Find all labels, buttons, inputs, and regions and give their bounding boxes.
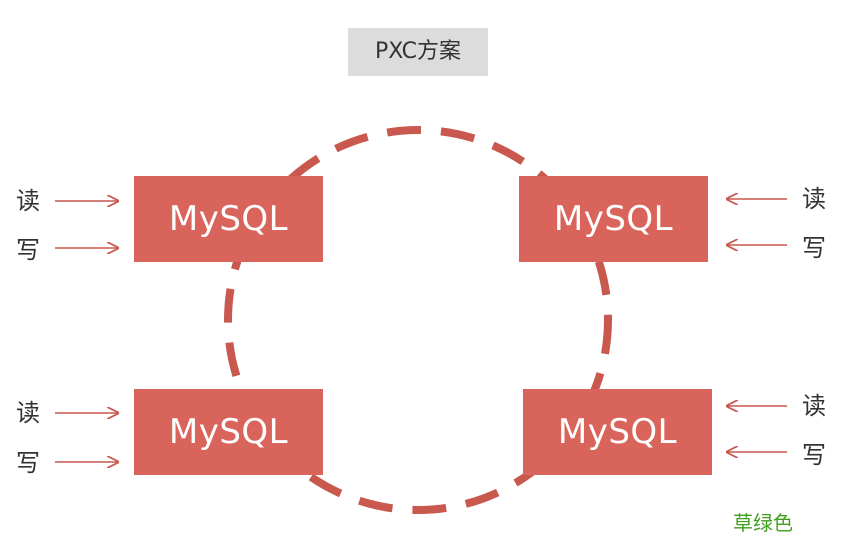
replication-ring bbox=[224, 126, 612, 514]
write-label-bottom-right: 写 bbox=[802, 441, 826, 469]
mysql-node-top-left: MySQL bbox=[134, 176, 323, 262]
read-label-bottom-left: 读 bbox=[16, 399, 40, 427]
read-label-top-right: 读 bbox=[802, 185, 826, 213]
write-label-top-left: 写 bbox=[16, 236, 40, 264]
watermark-text: 草绿色 bbox=[733, 511, 793, 535]
diagram-title: PXC方案 bbox=[348, 28, 488, 76]
mysql-node-top-right: MySQL bbox=[519, 176, 708, 262]
write-label-top-right: 写 bbox=[802, 234, 826, 262]
mysql-node-bottom-left: MySQL bbox=[134, 389, 323, 475]
read-label-top-left: 读 bbox=[16, 187, 40, 215]
mysql-node-bottom-right: MySQL bbox=[523, 389, 712, 475]
read-label-bottom-right: 读 bbox=[802, 392, 826, 420]
write-label-bottom-left: 写 bbox=[16, 449, 40, 477]
